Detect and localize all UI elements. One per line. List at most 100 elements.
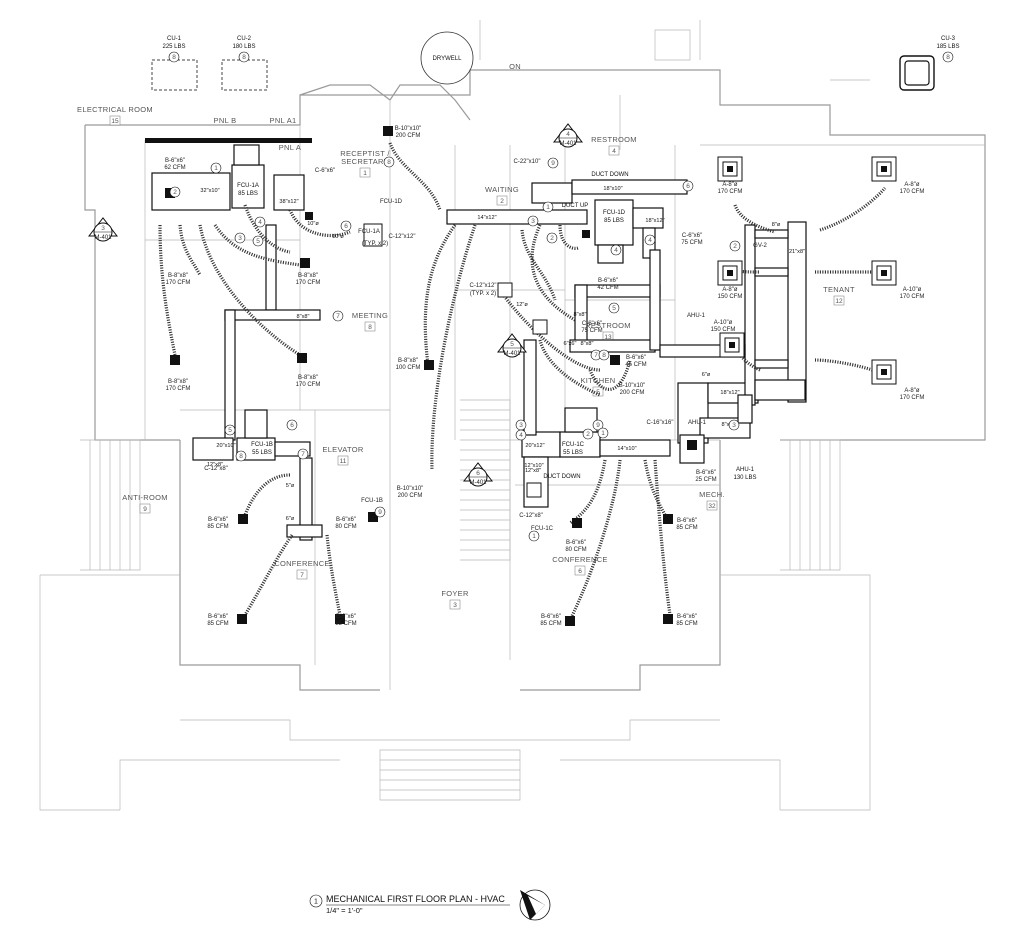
diffuser-tag: B-10"x10" — [395, 126, 422, 132]
diffuser-cfm: 150 CFM — [711, 327, 736, 333]
room-number-box — [706, 500, 718, 511]
keynote-circle-number: 7 — [336, 313, 340, 320]
keynote-circle-number: 7 — [594, 352, 598, 359]
room-number-box — [296, 569, 308, 580]
cu-keynote-number: 8 — [946, 54, 950, 61]
cu-weight: 185 LBS — [936, 44, 959, 50]
room-number: 9 — [143, 506, 147, 513]
diffuser-tag: B-6"x6" — [208, 517, 228, 523]
fcu-tag: FCU-1A — [237, 183, 259, 189]
diffuser-cfm: 75 CFM — [581, 328, 602, 334]
room-number-box — [337, 455, 349, 466]
drywell — [420, 31, 474, 85]
cu-weight: 225 LBS — [162, 44, 185, 50]
diffuser-cfm: 85 CFM — [540, 621, 561, 627]
duct-size-label: 6"ø — [286, 516, 295, 522]
keynote-circle-number: 1 — [601, 430, 605, 437]
keynote-circle-number: 3 — [519, 422, 523, 429]
diffuser-tag: B-10"x10" — [619, 383, 646, 389]
fcu-label: FCU-1C — [531, 526, 554, 532]
fcu-tag: FCU-1C — [562, 442, 585, 448]
diffuser-tag: B-8"x8" — [168, 379, 188, 385]
keynote-circle-number: 8 — [387, 159, 391, 166]
keynote-circle — [728, 419, 740, 431]
return-grille-tag: C-12"x8" — [519, 513, 543, 519]
duct-size-label: 12"x10" — [524, 463, 543, 469]
keynote-circle-number: 9 — [596, 422, 600, 429]
keynote-circle — [210, 162, 222, 174]
keynote-circle-number: 1 — [214, 165, 218, 172]
keynote-circle-number: 4 — [614, 247, 618, 254]
keynote-circle-number: 1 — [546, 204, 550, 211]
diffuser-cfm: 170 CFM — [166, 386, 191, 392]
fcu-weight: 55 LBS — [563, 450, 583, 456]
keynote-circle — [235, 450, 247, 462]
cu-keynote-number: 8 — [172, 54, 176, 61]
diffuser-cfm: 170 CFM — [900, 189, 925, 195]
room-number-box — [109, 115, 121, 126]
pnl-b-label: PNL B — [214, 116, 237, 125]
room-number-box — [139, 503, 151, 514]
duct-size-label: 8"x8" — [581, 341, 594, 347]
diffuser-cfm: 85 CFM — [335, 621, 356, 627]
keynote-circle — [682, 180, 694, 192]
return-grille-tag: C-12"x12" — [389, 234, 416, 240]
keynote-circle — [592, 419, 604, 431]
room-number: 13 — [604, 334, 612, 341]
room-name: CONFERENCE — [274, 559, 330, 568]
keynote-circle — [169, 186, 181, 198]
diffuser-cfm: 170 CFM — [296, 280, 321, 286]
keynote-circle-number: 3 — [531, 218, 535, 225]
room-name: ELECTRICAL ROOM — [77, 105, 153, 114]
room-number-box — [449, 599, 461, 610]
keynote-circle — [515, 429, 527, 441]
keynote-circle — [383, 156, 395, 168]
duct-size-label: 8"ø — [772, 222, 781, 228]
keynote-circle-number: 6 — [290, 422, 294, 429]
keynote-circle-number: 2 — [586, 431, 590, 438]
diffuser-tag: A-10"ø — [903, 287, 922, 293]
room-number: 4 — [612, 148, 616, 155]
duct-size-label: 8"x8" — [297, 314, 310, 320]
diffuser-cfm: 170 CFM — [718, 189, 743, 195]
duct-size-label: 10"ø — [307, 221, 319, 227]
diffuser-cfm: 85 CFM — [207, 524, 228, 530]
diffuser-cfm: 170 CFM — [900, 294, 925, 300]
room-number: 12 — [835, 298, 843, 305]
keynote-circle — [610, 244, 622, 256]
fcu-label: FCU-1D — [380, 199, 403, 205]
diffuser-tag: B-6"x6" — [626, 355, 646, 361]
return-grille-tag: (TYP. x 2) — [470, 291, 496, 297]
fcu-weight: 85 LBS — [238, 191, 258, 197]
keynote-circle-number: 2 — [733, 243, 737, 250]
room-number: 6 — [578, 568, 582, 575]
section-sheet: M-401 — [94, 235, 112, 241]
section-sheet: M-401 — [503, 351, 521, 357]
diffuser-tag: B-8"x8" — [398, 358, 418, 364]
keynote-circle-number: 9 — [378, 509, 382, 516]
ahu-label: AHU-1 — [687, 313, 706, 319]
stairs-left — [80, 439, 141, 571]
keynote-circle — [374, 506, 386, 518]
keynote-circle — [254, 216, 266, 228]
keynote-circle-number: 6 — [344, 223, 348, 230]
duct-size-label: 18"x12" — [645, 218, 664, 224]
title-block: 1 MECHANICAL FIRST FLOOR PLAN - HVAC 1/4… — [309, 889, 551, 921]
diffuser-tag: B-6"x6" — [696, 470, 716, 476]
duct-size-label: 6"x6" — [564, 341, 577, 347]
room-name: WAITING — [485, 185, 519, 194]
duct-size-label: 8"x8" — [574, 312, 587, 318]
ductwork — [151, 144, 807, 541]
cu-keynote — [238, 51, 250, 63]
section-number: 6 — [476, 470, 480, 477]
keynote-circle-number: 5 — [228, 427, 232, 434]
diffuser-cfm: 170 CFM — [166, 280, 191, 286]
room-name: SECRETARY — [341, 157, 389, 166]
cu-keynote-number: 8 — [242, 54, 246, 61]
keynote-circle — [252, 235, 264, 247]
keynote-circle-number: 5 — [612, 305, 616, 312]
keynote-circle — [234, 232, 246, 244]
room-name: RESTROOM — [591, 135, 637, 144]
gv-2-label: GV-2 — [753, 243, 767, 249]
